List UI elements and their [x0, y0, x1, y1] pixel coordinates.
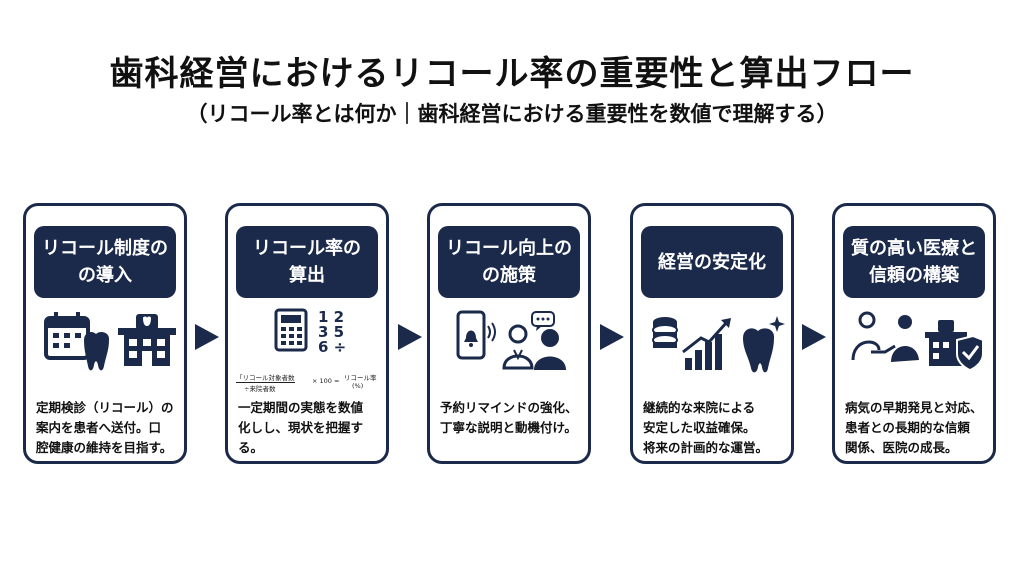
calculator-icon	[274, 308, 308, 352]
recall-rate-formula: 「リコール対象者数 ÷来院者数 × 100 = リコール率 (%)	[234, 372, 380, 396]
step-heading: リコール制度の の導入	[34, 226, 176, 298]
arrow-right-icon	[600, 324, 624, 350]
step-card-5: 質の高い医療と 信頼の構築 病気の早期発見と対応、 患者との長期的な信頼 関係、…	[832, 203, 996, 464]
step-heading: リコール率の 算出	[236, 226, 378, 298]
formula-multiplier: × 100 =	[312, 377, 340, 385]
clinic-shield-icon	[925, 320, 984, 372]
step-description: 一定期間の実態を数値 化しし、現状を把握す る。	[238, 400, 364, 455]
formula-numerator: 「リコール対象者数	[236, 374, 295, 383]
calc-digit-row: 6 ÷	[318, 338, 347, 356]
step-card-3: リコール向上の の施策 予約リマインドの強化、 丁寧な説明と動機付け。	[427, 203, 591, 464]
doctor-patient-chat-icon	[502, 311, 566, 370]
step-heading: リコール向上の の施策	[438, 226, 580, 298]
formula-unit: (%)	[352, 382, 364, 390]
clinic-building-icon	[118, 314, 176, 366]
step-description: 継続的な来院による 安定した収益確保。 将来の計画的な運営。	[643, 400, 769, 455]
arrow-right-icon	[802, 324, 826, 350]
smartphone-notification-icon	[456, 310, 496, 360]
formula-denominator: ÷来院者数	[244, 385, 276, 393]
formula-result: リコール率	[344, 374, 377, 382]
tooth-icon	[84, 332, 110, 371]
step-icons	[436, 306, 582, 390]
calendar-icon	[44, 312, 90, 360]
arrow-right-icon	[195, 324, 219, 350]
step-description: 予約リマインドの強化、 丁寧な説明と動機付け。	[440, 400, 578, 435]
step-icons	[841, 306, 987, 390]
calc-digit-row: 1 2	[318, 308, 345, 326]
sparkling-tooth-icon	[743, 316, 785, 373]
step-card-1: リコール制度の の導入 定期	[23, 203, 187, 464]
calculator-digits: 1 2 3 5 6 ÷	[318, 310, 346, 355]
step-icons	[32, 306, 178, 390]
page-title: 歯科経営におけるリコール率の重要性と算出フロー	[109, 54, 915, 94]
arrow-right-icon	[398, 324, 422, 350]
calc-digit-row: 3 5	[318, 323, 345, 341]
step-card-2: リコール率の 算出 1 2 3 5 6 ÷ 「リコール対象者数 ÷来院者数 × …	[225, 203, 389, 464]
step-description: 定期検診（リコール）の 案内を患者へ送付。口 腔健康の維持を目指す。	[36, 400, 174, 455]
step-heading: 質の高い医療と 信頼の構築	[843, 226, 985, 298]
handshake-icon	[851, 311, 919, 362]
step-card-4: 経営の安定化 継続的な来院に	[630, 203, 794, 464]
growth-chart-icon	[682, 318, 731, 370]
step-icons: 1 2 3 5 6 ÷ 「リコール対象者数 ÷来院者数 × 100 = リコール…	[234, 306, 380, 393]
step-heading: 経営の安定化	[641, 226, 783, 298]
page-subtitle: （リコール率とは何か｜歯科経営における重要性を数値で理解する）	[186, 102, 838, 126]
coin-stack-icon	[652, 317, 678, 348]
step-icons	[639, 306, 785, 390]
step-description: 病気の早期発見と対応、 患者との長期的な信頼 関係、医院の成長。	[845, 400, 983, 455]
